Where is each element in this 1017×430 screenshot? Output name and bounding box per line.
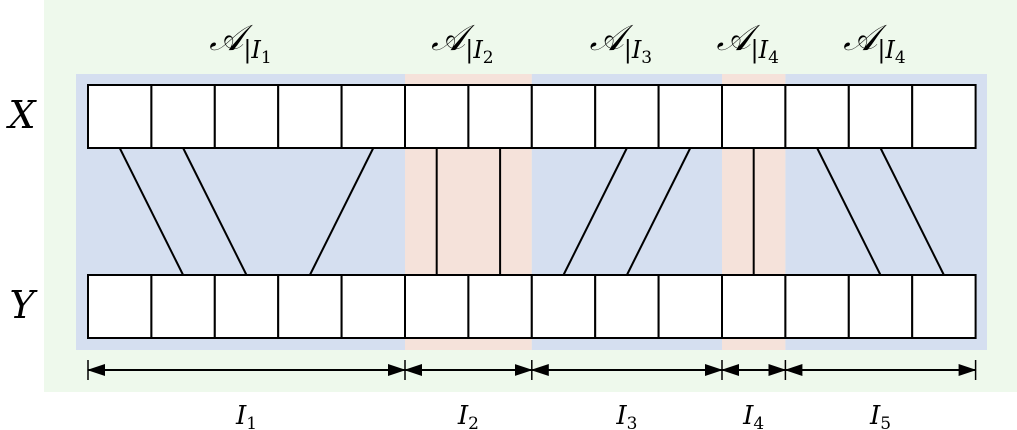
y-cell-4 — [277, 274, 343, 339]
x-cell-14 — [911, 84, 977, 149]
y-cell-12 — [784, 274, 850, 339]
x-cell-7 — [467, 84, 533, 149]
x-cell-10 — [657, 84, 723, 149]
interval-labels-group: I1 I2 I3 I4 I5 — [235, 401, 891, 430]
interval-label-3: I3 — [615, 401, 637, 430]
x-cell-12 — [784, 84, 850, 149]
x-cell-6 — [404, 84, 470, 149]
x-cell-2 — [150, 84, 216, 149]
sequence-x-row — [87, 84, 977, 149]
alignment-label-5: 𝒜|I4 — [843, 18, 905, 68]
alignment-links-group — [118, 147, 945, 276]
y-cell-14 — [911, 274, 977, 339]
y-cell-7 — [467, 274, 533, 339]
alignment-link-1 — [118, 147, 184, 276]
x-cell-1 — [87, 84, 153, 149]
y-cell-6 — [404, 274, 470, 339]
sequence-y-row — [87, 274, 977, 339]
interval-arrows-group — [87, 360, 977, 380]
interval-label-2: I2 — [457, 401, 479, 430]
x-cell-5 — [340, 84, 407, 149]
alignment-link-7 — [626, 147, 692, 276]
interval-label-1: I1 — [235, 401, 257, 430]
alignment-label-2: 𝒜|I2 — [431, 18, 493, 68]
y-cell-13 — [847, 274, 914, 339]
y-cell-8 — [530, 274, 597, 339]
interval-label-5: I5 — [869, 401, 891, 430]
alignment-link-3 — [309, 147, 375, 276]
row-label-x: X — [5, 93, 37, 137]
y-cell-10 — [657, 274, 723, 339]
x-cell-3 — [213, 84, 280, 149]
alignment-link-6 — [562, 147, 628, 276]
x-cell-11 — [721, 84, 787, 149]
y-cell-2 — [150, 274, 216, 339]
y-cell-9 — [594, 274, 660, 339]
y-cell-11 — [721, 274, 787, 339]
row-label-y: Y — [9, 283, 38, 327]
x-cell-8 — [530, 84, 597, 149]
alignment-link-9 — [816, 147, 882, 276]
y-cell-1 — [87, 274, 153, 339]
interval-label-4: I4 — [742, 401, 764, 430]
x-cell-9 — [594, 84, 660, 149]
y-cell-3 — [213, 274, 280, 339]
y-cell-5 — [340, 274, 407, 339]
x-cell-13 — [847, 84, 914, 149]
x-cell-4 — [277, 84, 343, 149]
alignment-link-10 — [879, 147, 945, 276]
alignment-link-2 — [182, 147, 248, 276]
